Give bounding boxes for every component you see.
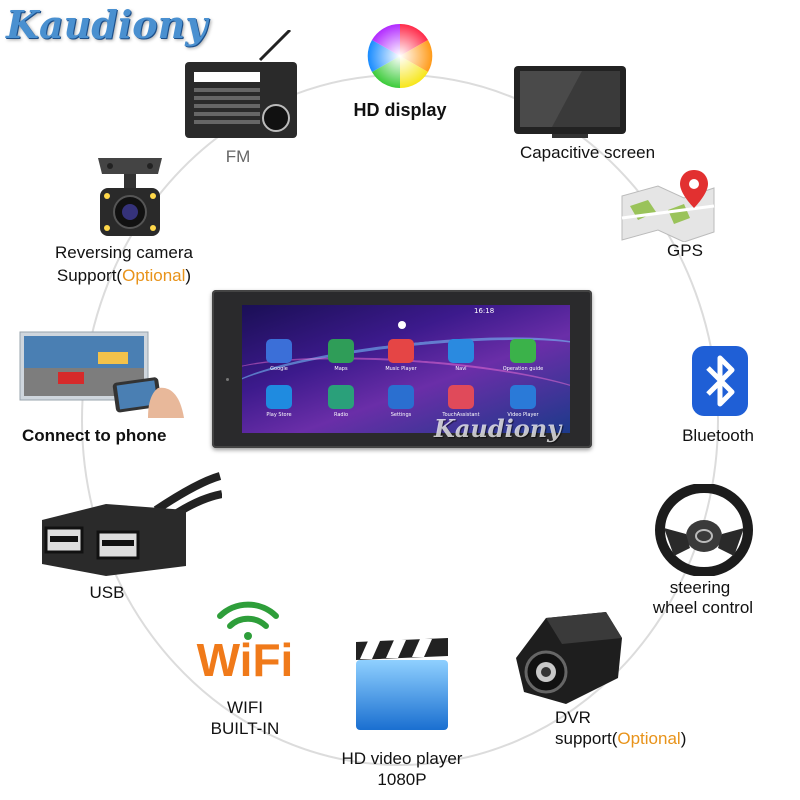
reversing-camera-support: Support(Optional): [44, 266, 204, 286]
gps-map-icon: [618, 166, 718, 243]
wifi-signal-icon: [216, 596, 280, 640]
app-label-settings: Settings: [390, 412, 412, 418]
reversing-camera-label: Reversing camera: [55, 243, 193, 262]
capacitive-screen-label: Capacitive screen: [519, 143, 656, 162]
connect-phone-label: Connect to phone: [22, 426, 167, 445]
optional-text: Optional: [122, 266, 186, 285]
fm-label: FM: [225, 147, 251, 166]
app-label-music: Music Player: [385, 366, 417, 372]
app-label-playstore: Play Store: [266, 412, 292, 418]
app-label-google: Google: [270, 366, 288, 372]
head-unit-screen[interactable]: 16:18 Google Maps Music Player Navi Oper…: [242, 305, 570, 433]
app-label-video: Video Player: [507, 412, 539, 418]
bluetooth-icon: [690, 344, 750, 418]
app-google-icon[interactable]: [266, 339, 292, 363]
close-paren: ): [680, 729, 687, 748]
hd-display-label: HD display: [353, 100, 447, 120]
phone-mirroring-icon: [18, 328, 188, 420]
bluetooth-label: Bluetooth: [682, 426, 754, 445]
home-dot: [398, 321, 406, 329]
usb-label: USB: [89, 583, 125, 602]
steering-label-2: wheel control: [652, 598, 754, 617]
app-label-navi: Navi: [455, 366, 467, 372]
support-text: support(: [555, 729, 618, 748]
dvr-label-1: DVR: [555, 708, 591, 727]
close-paren: ): [185, 266, 192, 285]
optional-text: Optional: [617, 729, 681, 748]
wifi-logo-text: WiFi: [196, 634, 294, 686]
wifi-label-1: WIFI: [227, 698, 263, 717]
app-music-icon[interactable]: [388, 339, 414, 363]
app-label-radio: Radio: [333, 412, 349, 418]
dvr-camera-icon: [506, 608, 626, 708]
app-maps-icon[interactable]: [328, 339, 354, 363]
app-playstore-icon[interactable]: [266, 385, 292, 409]
steering-label-1: steering: [669, 578, 731, 597]
support-text: Support(: [56, 266, 123, 285]
app-guide-icon[interactable]: [510, 339, 536, 363]
app-radio-icon[interactable]: [328, 385, 354, 409]
hd-display-icon: [366, 22, 434, 90]
brand-logo: Kaudiony: [6, 2, 208, 47]
app-label-guide: Operation guide: [502, 366, 544, 372]
usb-cable-icon: [36, 470, 223, 578]
app-label-maps: Maps: [334, 366, 348, 372]
app-label-touch: TouchAssistant: [442, 412, 480, 418]
video-label-2: 1080P: [377, 770, 427, 789]
reversing-camera-icon: [90, 150, 170, 242]
video-player-icon: [352, 636, 452, 734]
app-settings-icon[interactable]: [388, 385, 414, 409]
app-touch-icon[interactable]: [448, 385, 474, 409]
fm-radio-icon: [180, 28, 300, 145]
capacitive-screen-icon: [512, 64, 628, 140]
app-video-icon[interactable]: [510, 385, 536, 409]
wifi-label-2: BUILT-IN: [210, 719, 280, 738]
dvr-label-support: support(Optional): [555, 729, 715, 749]
screen-watermark: Kaudiony: [434, 414, 562, 443]
app-navi-icon[interactable]: [448, 339, 474, 363]
status-time: 16:18: [474, 307, 495, 315]
steering-wheel-icon: [654, 483, 754, 577]
video-label-1: HD video player: [341, 749, 463, 768]
head-unit-mic: [226, 378, 229, 381]
gps-label: GPS: [667, 241, 703, 260]
